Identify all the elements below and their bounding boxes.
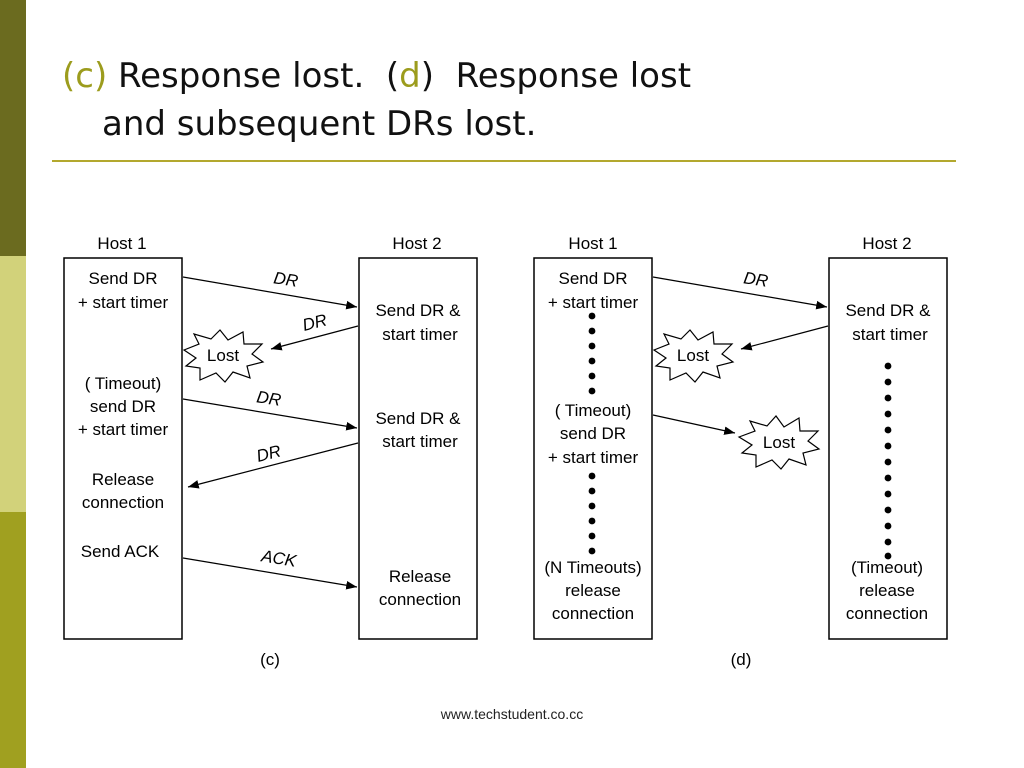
c-h1-timeout-1: ( Timeout) xyxy=(85,374,162,393)
c-h1-send-dr-2: + start timer xyxy=(78,293,169,312)
c-msg-dr-4: DR xyxy=(254,441,282,465)
d-lost-label-2: Lost xyxy=(763,433,795,452)
d-h1-timeout-2: send DR xyxy=(560,424,626,443)
d-h1-send-dr-2: + start timer xyxy=(548,293,639,312)
diagram-d: Host 1 Host 2 Send DR + start timer ( Ti… xyxy=(533,234,948,669)
d-h1-timeout-3: + start timer xyxy=(548,448,639,467)
diagram-c: Host 1 Host 2 Send DR + start timer ( Ti… xyxy=(63,234,478,669)
d-h1-ntimeouts-3: connection xyxy=(552,604,634,623)
title-d-letter: d xyxy=(399,56,421,96)
d-host2-box xyxy=(828,257,948,640)
title-d-open: ( xyxy=(385,56,400,96)
c-h2-send-dr-b2: start timer xyxy=(382,432,458,451)
accent-bar-dark xyxy=(0,0,26,256)
title-d-close: ) xyxy=(420,56,434,96)
c-h1-release-2: connection xyxy=(82,493,164,512)
d-h1-dots-lower xyxy=(588,472,596,555)
d-arrow-dr-3 xyxy=(652,414,736,435)
title-d-text: Response lost xyxy=(455,56,692,96)
c-host2-box xyxy=(358,257,478,640)
c-host1-box xyxy=(63,257,183,640)
c-lost-burst-icon xyxy=(182,329,265,383)
c-h1-send-dr-1: Send DR xyxy=(89,269,158,288)
c-host2-label: Host 2 xyxy=(392,234,441,253)
c-arrow-dr-3 xyxy=(182,398,358,431)
d-host1-box xyxy=(533,257,653,640)
c-host1-label: Host 1 xyxy=(97,234,146,253)
title-c-text: Response lost. xyxy=(118,56,365,96)
c-h1-timeout-3: + start timer xyxy=(78,420,169,439)
c-lost-label: Lost xyxy=(207,346,239,365)
c-msg-dr-3: DR xyxy=(255,387,282,410)
title-c-label: (c) xyxy=(62,56,108,96)
d-msg-dr-1: DR xyxy=(742,268,769,291)
c-arrow-dr-2 xyxy=(270,325,359,351)
d-h2-timeout-2: release xyxy=(859,581,915,600)
c-arrow-ack xyxy=(182,557,358,590)
slide-title: (c) Response lost. (d) Response lost and… xyxy=(62,52,962,148)
title-rule xyxy=(52,160,956,162)
d-h1-timeout-1: ( Timeout) xyxy=(555,401,632,420)
d-arrow-dr-1 xyxy=(652,276,828,310)
left-accent-bar xyxy=(0,0,26,768)
c-h1-send-ack: Send ACK xyxy=(81,542,160,561)
c-h2-send-dr-b1: Send DR & xyxy=(375,409,461,428)
c-caption: (c) xyxy=(260,650,280,669)
d-host2-label: Host 2 xyxy=(862,234,911,253)
d-h2-send-dr-2: start timer xyxy=(852,325,928,344)
d-caption: (d) xyxy=(731,650,752,669)
d-h2-send-dr-1: Send DR & xyxy=(845,301,931,320)
d-h1-ntimeouts-2: release xyxy=(565,581,621,600)
d-arrow-dr-2 xyxy=(740,325,829,351)
d-h2-dots xyxy=(884,362,892,560)
c-h2-release-1: Release xyxy=(389,567,451,586)
d-h1-ntimeouts-1: (N Timeouts) xyxy=(544,558,641,577)
c-h1-timeout-2: send DR xyxy=(90,397,156,416)
d-h2-timeout-1: (Timeout) xyxy=(851,558,923,577)
c-h2-send-dr-a2: start timer xyxy=(382,325,458,344)
c-msg-dr-1: DR xyxy=(272,268,299,291)
d-lost-burst-1-icon xyxy=(652,329,735,383)
c-msg-dr-2: DR xyxy=(300,310,328,334)
accent-bar-light xyxy=(0,256,26,512)
accent-bar-mid xyxy=(0,512,26,768)
d-lost-burst-2-icon xyxy=(737,415,821,470)
d-h1-send-dr-1: Send DR xyxy=(559,269,628,288)
d-lost-label-1: Lost xyxy=(677,346,709,365)
d-h2-timeout-3: connection xyxy=(846,604,928,623)
footer-url: www.techstudent.co.cc xyxy=(440,706,584,722)
c-h2-release-2: connection xyxy=(379,590,461,609)
c-msg-ack: ACK xyxy=(259,546,298,570)
title-line-2: and subsequent DRs lost. xyxy=(102,104,537,144)
c-arrow-dr-4 xyxy=(187,442,359,489)
c-h1-release-1: Release xyxy=(92,470,154,489)
c-arrow-dr-1 xyxy=(182,276,358,310)
c-h2-send-dr-a1: Send DR & xyxy=(375,301,461,320)
d-host1-label: Host 1 xyxy=(568,234,617,253)
d-h1-dots-upper xyxy=(588,312,596,395)
